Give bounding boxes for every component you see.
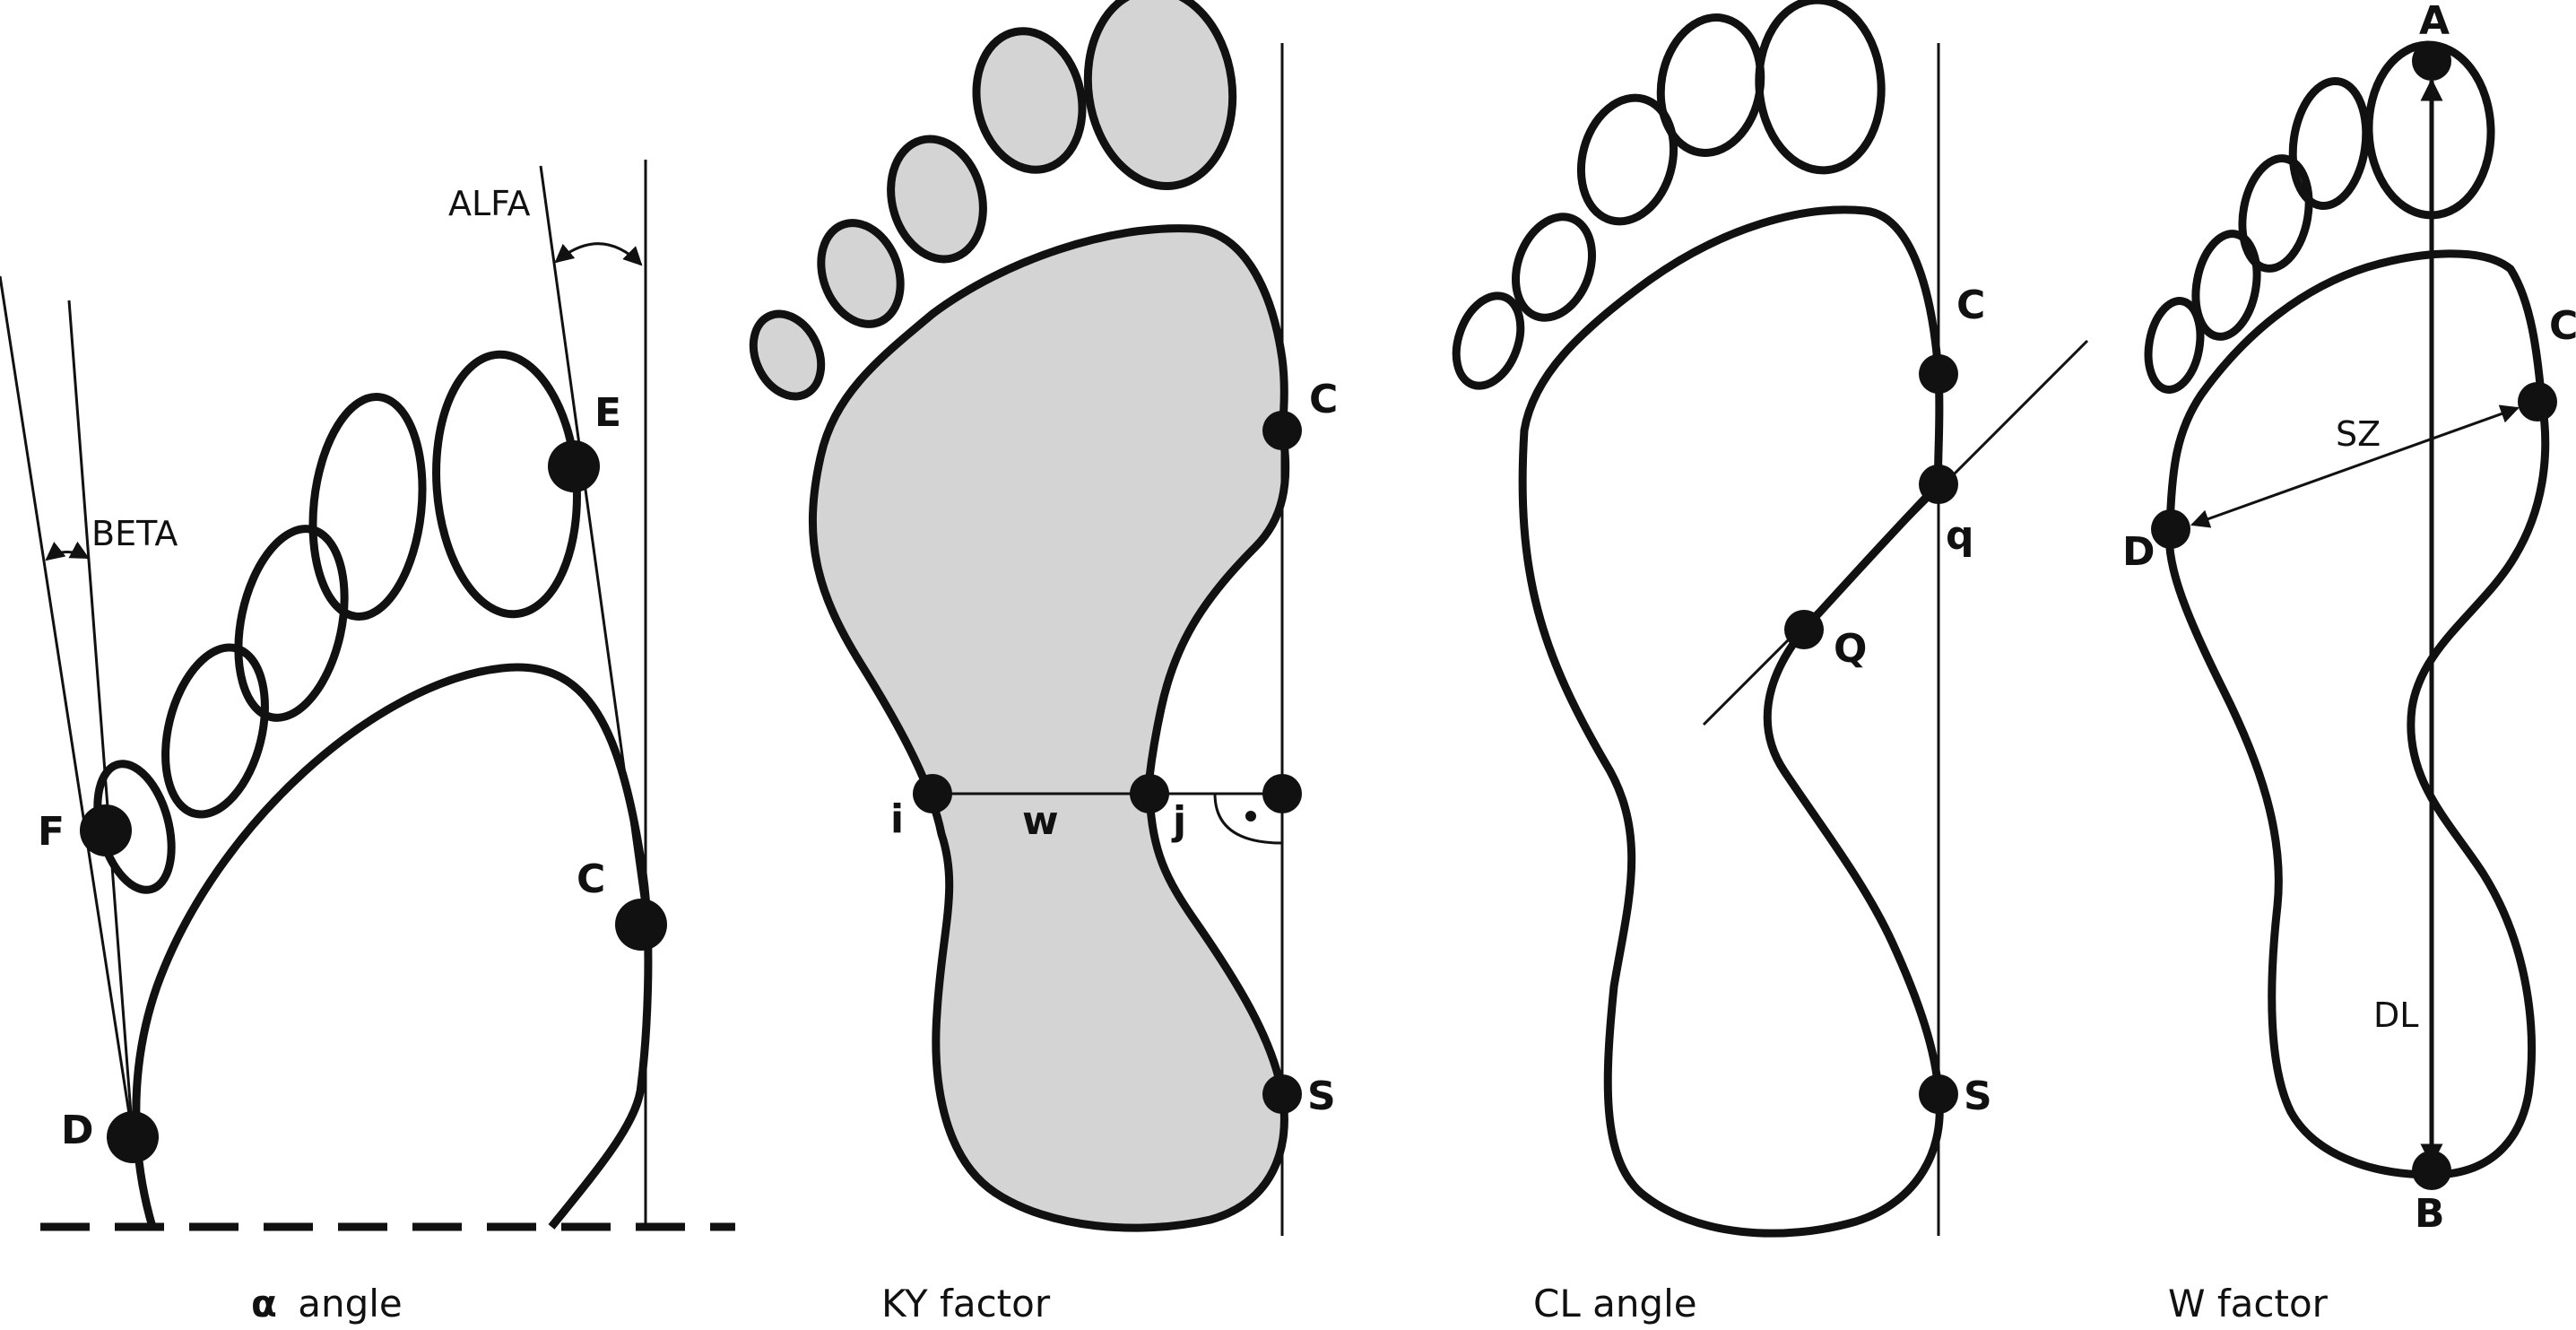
ky-right-angle-marker bbox=[1213, 793, 1283, 845]
ky-point-end bbox=[1262, 774, 1302, 813]
ky-label-S: S bbox=[1307, 1074, 1336, 1119]
w-label-B: B bbox=[2415, 1191, 2445, 1237]
point-C bbox=[615, 899, 667, 951]
toe-3 bbox=[234, 525, 349, 722]
caption-ky-factor: KY factor bbox=[881, 1282, 1051, 1326]
caption-alpha-text: angle bbox=[298, 1282, 403, 1326]
w-width-line bbox=[2190, 404, 2520, 528]
cl-point-q bbox=[1919, 465, 1958, 504]
point-D bbox=[107, 1111, 159, 1163]
w-toe-2 bbox=[2288, 76, 2371, 211]
w-toe-5 bbox=[2144, 297, 2205, 394]
caption-alpha-angle: α angle bbox=[251, 1282, 403, 1326]
label-D: D bbox=[61, 1108, 94, 1153]
panel-w-factor: A C SZ D DL B W factor bbox=[2122, 0, 2576, 1326]
toe-4 bbox=[161, 643, 269, 819]
ky-label-w: w bbox=[1022, 798, 1059, 844]
ky-toe-2 bbox=[972, 27, 1087, 174]
w-label-SZ: SZ bbox=[2336, 414, 2381, 454]
point-E bbox=[548, 440, 600, 492]
ky-right-angle-dot bbox=[1245, 811, 1256, 821]
cl-toe-5 bbox=[1452, 291, 1525, 390]
w-footprint bbox=[2164, 249, 2550, 1179]
cl-label-Q: Q bbox=[1834, 626, 1867, 672]
ky-point-j bbox=[1130, 774, 1169, 813]
ky-point-C bbox=[1262, 411, 1302, 450]
ky-toe-4 bbox=[817, 219, 905, 328]
point-F bbox=[80, 804, 132, 856]
forefoot-outline bbox=[132, 663, 653, 1230]
w-point-C bbox=[2518, 382, 2557, 422]
caption-w-factor: W factor bbox=[2168, 1282, 2329, 1326]
ky-label-C: C bbox=[1309, 377, 1338, 422]
cl-footprint bbox=[1518, 205, 1944, 1238]
ky-point-i bbox=[913, 774, 952, 813]
cl-label-C: C bbox=[1956, 283, 1985, 328]
ky-label-i: i bbox=[890, 796, 904, 842]
w-toe-4 bbox=[2191, 230, 2261, 341]
caption-alpha-symbol: α bbox=[251, 1282, 277, 1326]
cl-tangent-line bbox=[1702, 339, 2089, 726]
cl-toe-4 bbox=[1511, 213, 1597, 322]
alfa-angle-arc bbox=[554, 242, 643, 266]
w-label-DL: DL bbox=[2373, 995, 2418, 1035]
w-label-A: A bbox=[2419, 0, 2450, 44]
label-alfa: ALFA bbox=[448, 184, 531, 223]
w-point-D bbox=[2151, 509, 2190, 549]
cl-point-Q bbox=[1784, 610, 1824, 649]
w-label-C: C bbox=[2549, 303, 2576, 349]
ky-toe-1 bbox=[1083, 0, 1237, 190]
lateral-line-outer bbox=[0, 275, 134, 1138]
panel-alpha-angle: E F C D ALFA BETA α angle bbox=[0, 160, 735, 1326]
w-toe-3 bbox=[2238, 154, 2313, 273]
w-point-A bbox=[2412, 41, 2451, 81]
label-beta: BETA bbox=[91, 514, 178, 553]
label-F: F bbox=[38, 809, 65, 855]
panel-ky-factor: C i w j S KY factor bbox=[749, 0, 1338, 1326]
cl-point-S bbox=[1919, 1074, 1958, 1114]
cl-point-C bbox=[1919, 354, 1958, 394]
cl-label-q: q bbox=[1946, 513, 1974, 559]
ky-toe-5 bbox=[749, 309, 826, 401]
w-label-D: D bbox=[2122, 529, 2155, 575]
cl-toe-2 bbox=[1656, 13, 1765, 157]
ky-point-S bbox=[1262, 1074, 1302, 1114]
caption-cl-angle: CL angle bbox=[1533, 1282, 1697, 1326]
ky-footprint bbox=[809, 224, 1290, 1232]
cl-toe-3 bbox=[1576, 93, 1678, 226]
w-point-B bbox=[2412, 1151, 2451, 1190]
ky-toe-3 bbox=[887, 135, 987, 264]
cl-label-S: S bbox=[1964, 1074, 1992, 1119]
label-E: E bbox=[594, 390, 621, 436]
lateral-line-inner bbox=[67, 300, 134, 1138]
toe-2 bbox=[308, 393, 427, 621]
beta-angle-arc bbox=[45, 541, 90, 561]
medial-tangent-line bbox=[539, 165, 647, 925]
ky-label-j: j bbox=[1171, 798, 1186, 844]
cl-toe-1 bbox=[1755, 0, 1886, 175]
panel-cl-angle: C q Q S CL angle bbox=[1452, 0, 2089, 1326]
label-C: C bbox=[577, 856, 605, 902]
